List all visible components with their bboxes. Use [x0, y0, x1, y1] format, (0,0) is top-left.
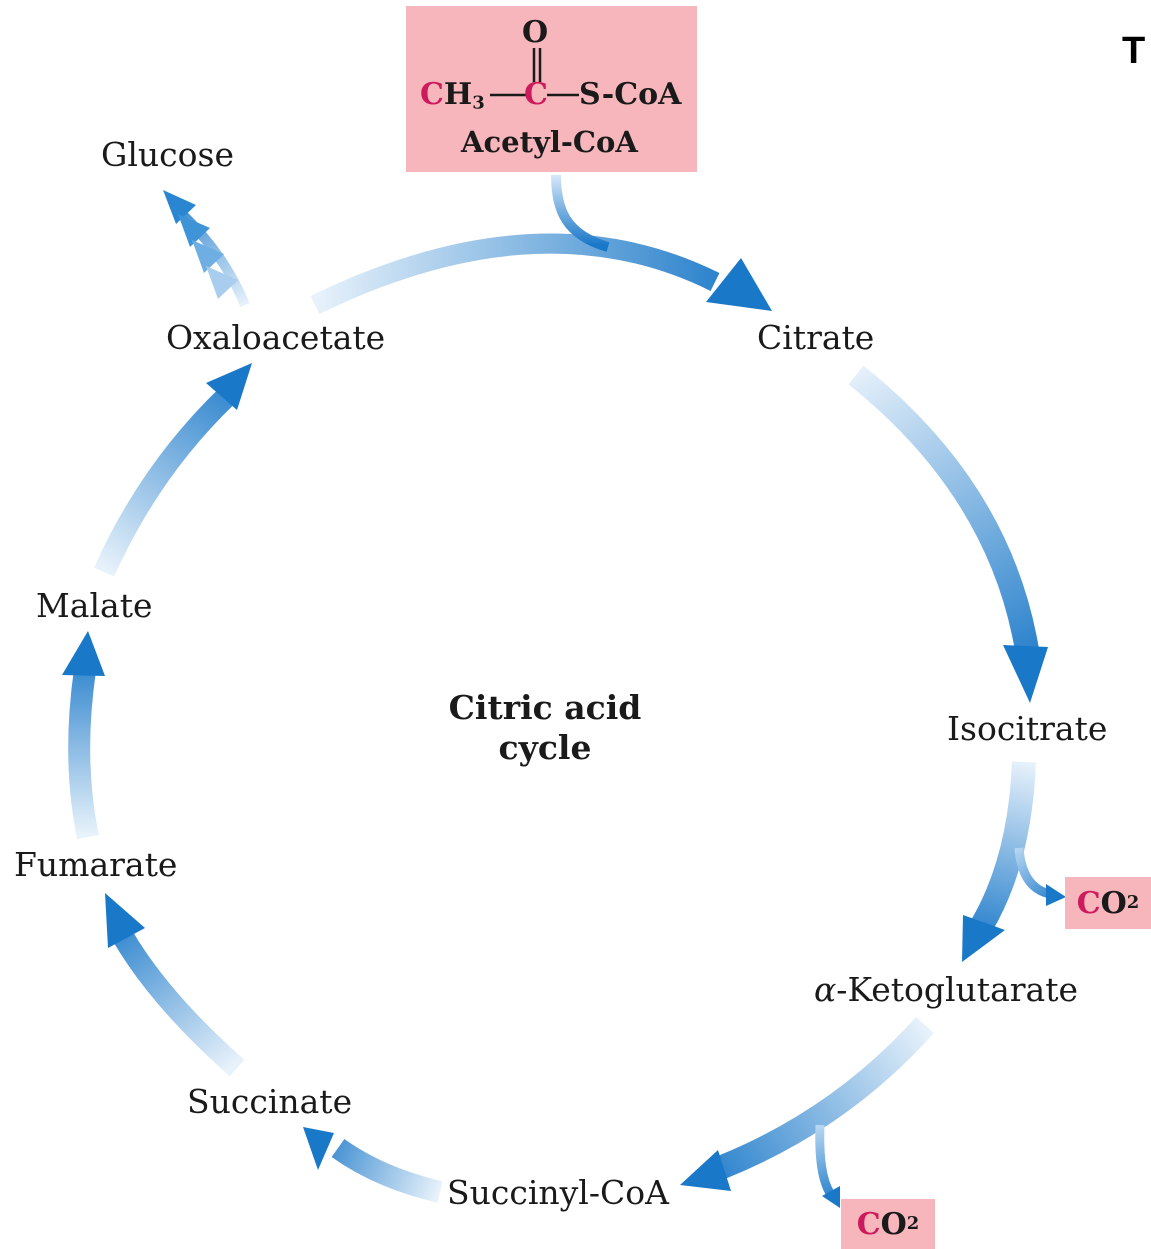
co2-carbon: C	[1076, 885, 1101, 921]
arrow-oxaloacetate-to-citrate	[310, 233, 772, 314]
methyl-carbon: C	[420, 77, 444, 112]
carbonyl-carbon: C	[524, 77, 548, 112]
single-bond-left-icon	[490, 93, 526, 97]
arrow-isocitrate-to-ketoglutarate	[962, 761, 1036, 962]
co2-oxygen: O	[880, 1206, 907, 1242]
label-citrate: Citrate	[757, 318, 875, 357]
s-coa-group: S-CoA	[579, 77, 682, 112]
acetyl-coa-box: O CH3 C S-CoA Acetyl-CoA	[406, 6, 697, 172]
acetyl-coa-formula: CH3	[420, 77, 485, 113]
label-glucose: Glucose	[101, 135, 234, 174]
arrow-citrate-to-isocitrate	[848, 365, 1048, 703]
cycle-title-line-2: cycle	[498, 728, 592, 767]
label-oxaloacetate: Oxaloacetate	[166, 318, 386, 357]
arrow-acetyl-coa-entry	[551, 174, 610, 252]
ketoglutarate-text: -Ketoglutarate	[836, 970, 1078, 1009]
label-isocitrate: Isocitrate	[947, 709, 1108, 748]
carbonyl-oxygen: O	[522, 15, 549, 50]
arrow-succinate-to-fumarate	[105, 893, 245, 1077]
cutoff-heading-letter: T	[1122, 30, 1146, 72]
alpha-prefix: α	[814, 970, 837, 1009]
arrow-isocitrate-co2-release	[1014, 847, 1066, 906]
acetyl-coa-name: Acetyl-CoA	[461, 125, 638, 159]
label-fumarate: Fumarate	[14, 845, 178, 884]
label-succinate: Succinate	[187, 1082, 353, 1121]
arrow-malate-to-oxaloacetate	[93, 363, 252, 577]
double-bond-icon	[532, 48, 542, 82]
co2-oxygen: O	[1100, 885, 1127, 921]
label-succinyl-coa: Succinyl-CoA	[447, 1173, 669, 1212]
arrow-succinyl-coa-to-succinate	[303, 1127, 443, 1203]
methyl-hydrogen: H	[443, 77, 473, 112]
arrow-ketoglutarate-to-succinyl-coa	[680, 1016, 934, 1191]
methyl-subscript: 3	[472, 92, 485, 114]
arrow-ketoglutarate-co2-release	[815, 1124, 840, 1208]
arrow-oxaloacetate-to-glucose	[163, 190, 250, 307]
cycle-title-line-1: Citric acid	[448, 688, 642, 727]
label-alpha-ketoglutarate: α-Ketoglutarate	[814, 973, 1078, 1006]
label-malate: Malate	[36, 586, 153, 625]
arrow-fumarate-to-malate	[62, 631, 105, 840]
co2-carbon: C	[856, 1206, 881, 1242]
cycle-title: Citric acid cycle	[442, 688, 648, 768]
single-bond-right-icon	[547, 93, 579, 97]
